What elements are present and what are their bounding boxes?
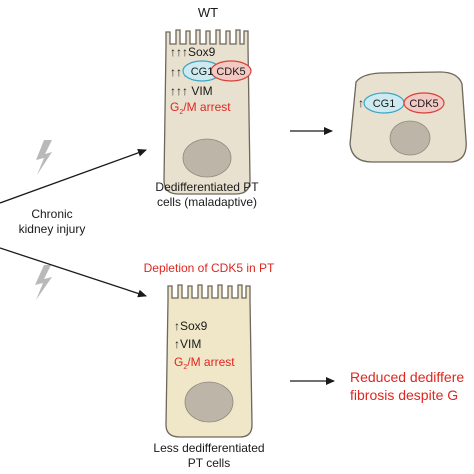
top-g2m-arrest: G2/M arrest [170, 100, 231, 116]
right-cg1-label: CG1 [373, 98, 396, 110]
bottom-sox9: ↑Sox9 [174, 319, 208, 333]
right-nucleus [389, 120, 431, 156]
injury-line1: Chronic [31, 207, 72, 221]
depletion-title: Depletion of CDK5 in PT [144, 261, 275, 275]
arrow-to-bottom-cell [0, 247, 147, 298]
top-cg1-label: CG1 [191, 66, 214, 78]
top-caption-line2: cells (maladaptive) [157, 195, 257, 209]
right-cdk5-oval [403, 92, 445, 114]
top-vim: ↑↑↑ VIM [170, 84, 213, 98]
injury-line2: kidney injury [19, 222, 86, 236]
wt-label: WT [198, 5, 218, 20]
lightning-bottom-icon [35, 265, 52, 300]
right-up-arrow: ↑ [358, 96, 364, 110]
bottom-nucleus [184, 381, 234, 423]
right-cdk5-label: CDK5 [409, 98, 438, 110]
bottom-caption-line2: PT cells [188, 456, 230, 470]
top-nucleus [182, 138, 232, 178]
bottom-vim: ↑VIM [174, 337, 201, 351]
top-cdk5-label: CDK5 [216, 66, 245, 78]
outcome-line2: fibrosis despite G [350, 387, 458, 403]
bottom-caption-line1: Less dedifferentiated [153, 441, 264, 455]
top-sox9: ↑↑↑Sox9 [170, 45, 216, 59]
bottom-g2m-arrest: G2/M arrest [174, 355, 235, 371]
top-cdk5-oval [210, 60, 252, 82]
top-caption-line1: Dedifferentiated PT [155, 180, 259, 194]
lightning-top-icon [36, 140, 52, 175]
arrow-to-top-cell [0, 148, 147, 204]
outcome-line1: Reduced dediffere [350, 369, 464, 385]
